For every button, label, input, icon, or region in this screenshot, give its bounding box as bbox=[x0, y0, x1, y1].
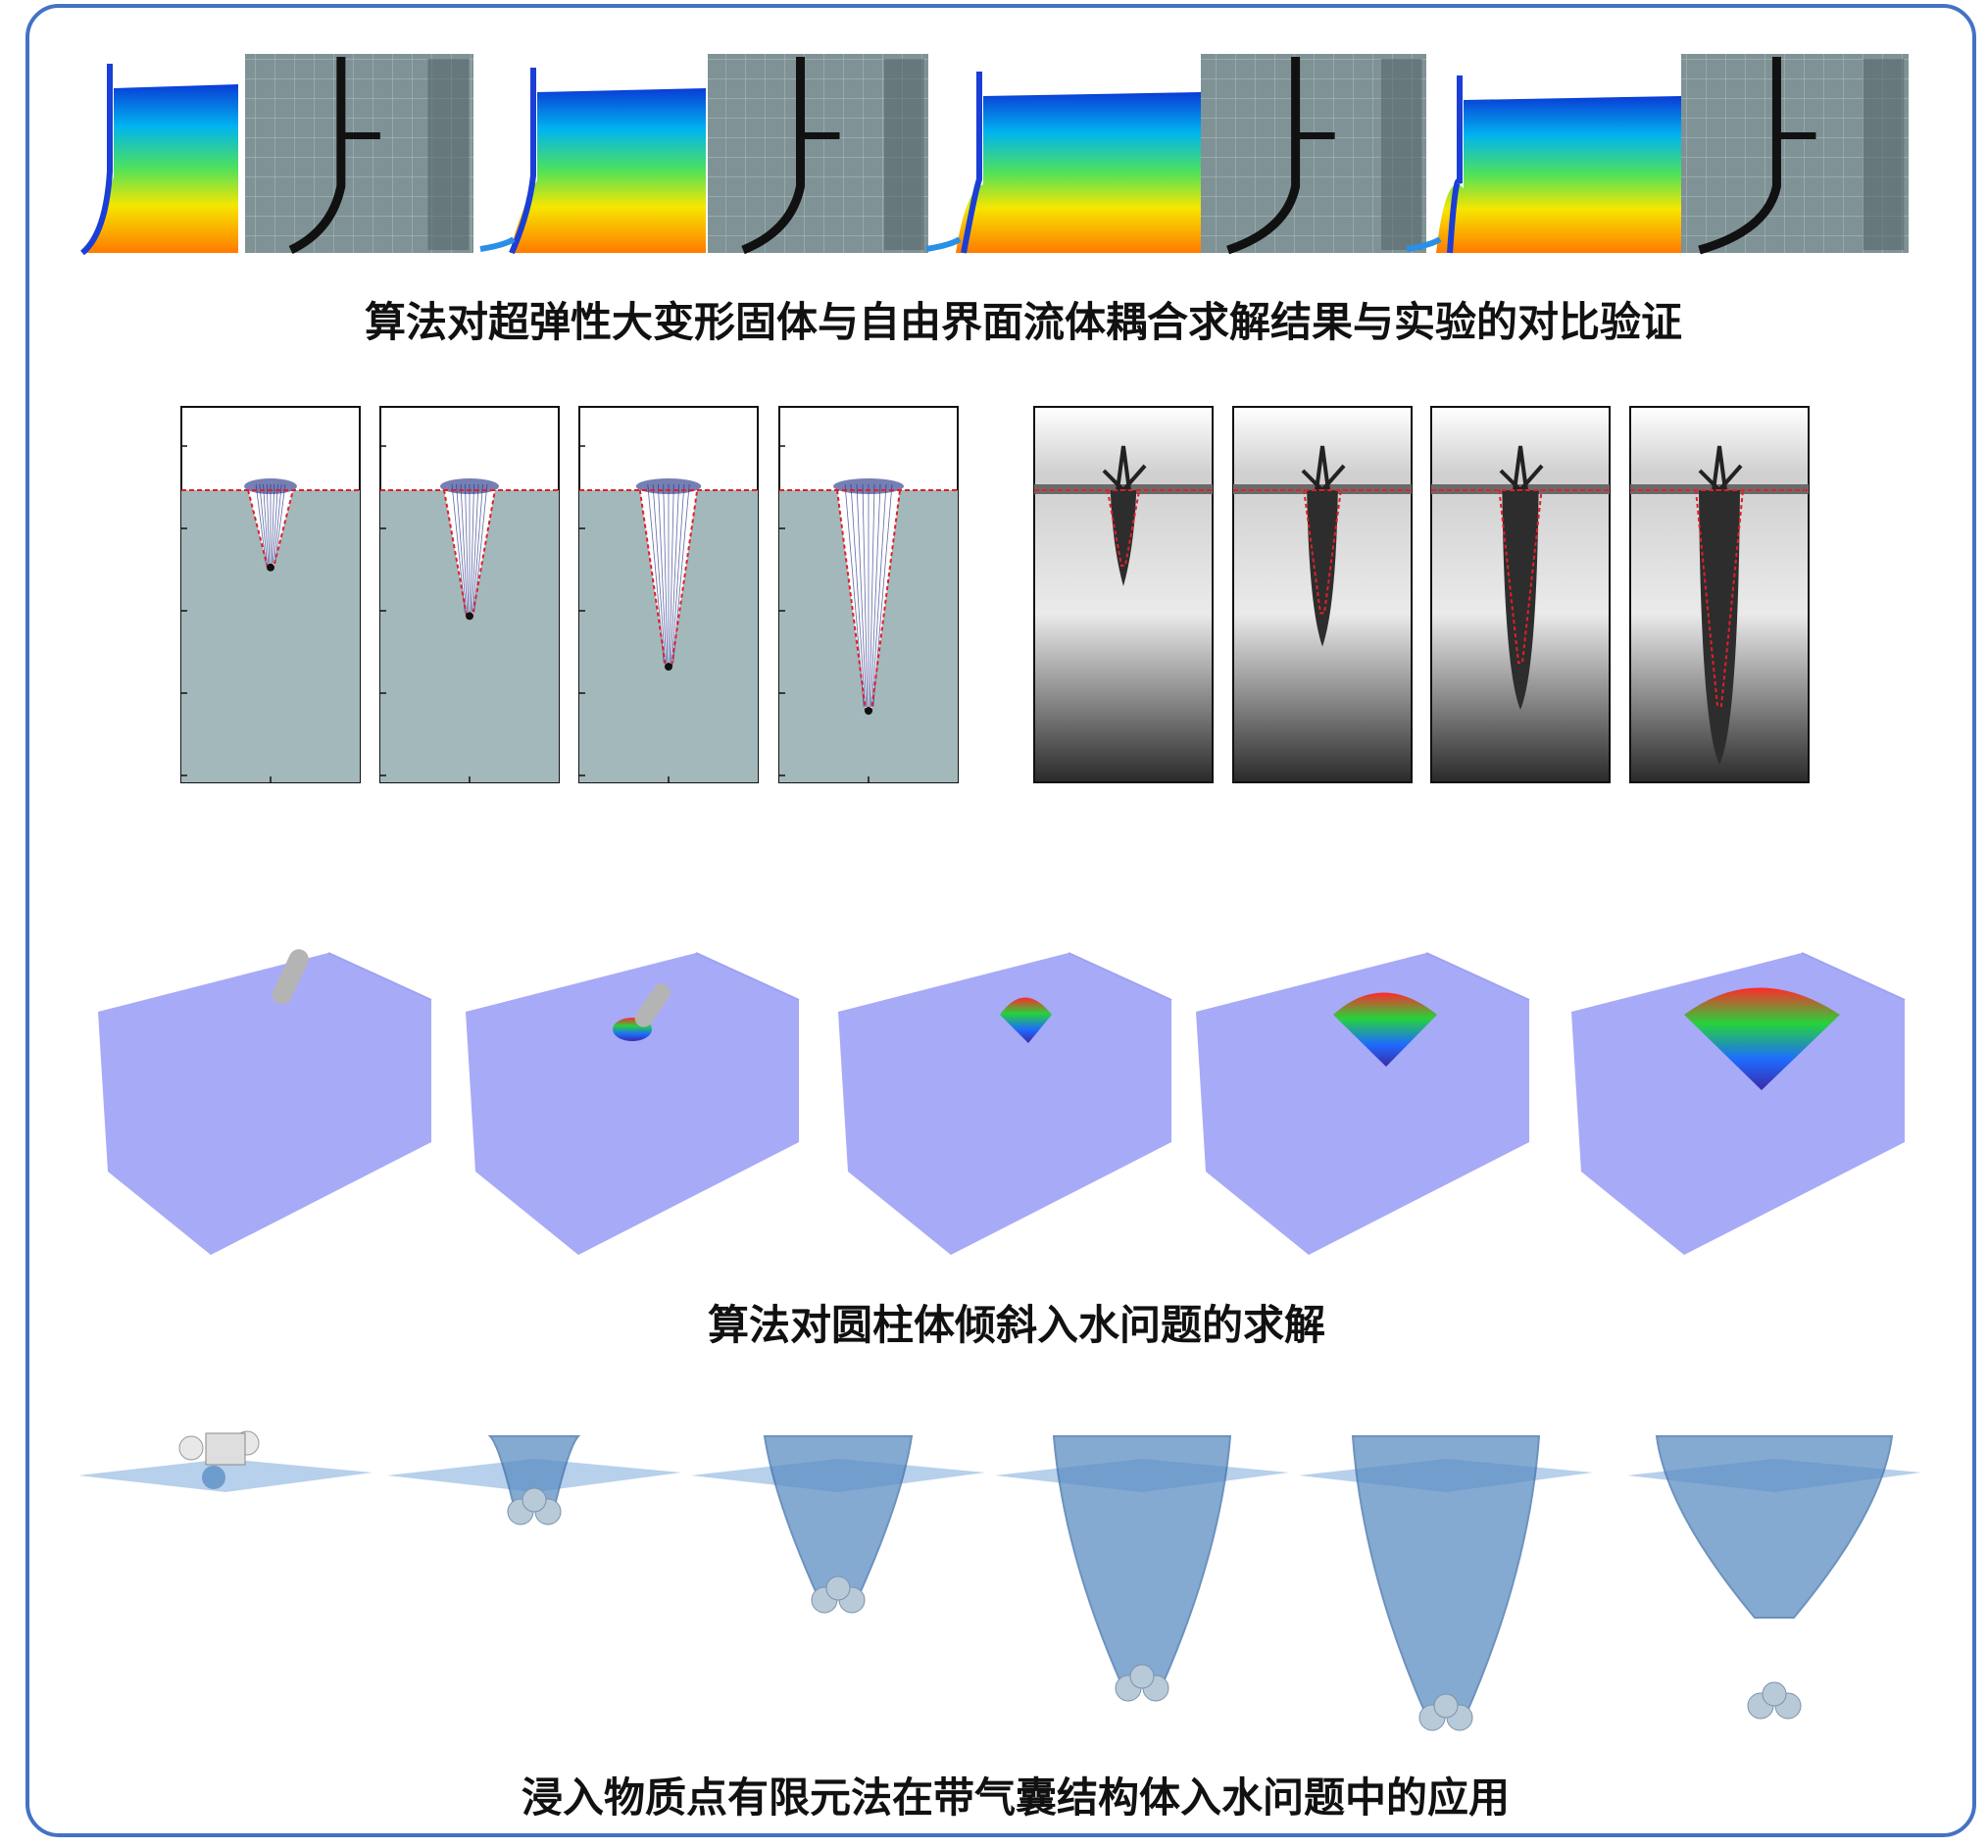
tank-frame bbox=[1196, 952, 1530, 1255]
fsi-validation-svg bbox=[79, 54, 1909, 256]
airbag-svg bbox=[78, 1430, 1921, 1731]
sim-cavity-frame bbox=[778, 406, 959, 783]
cavity-svg bbox=[180, 406, 1810, 783]
airbag-frame bbox=[1627, 1435, 1921, 1720]
experiment-photo bbox=[1201, 54, 1426, 255]
airbag-frame bbox=[995, 1435, 1289, 1702]
experiment-photo bbox=[245, 54, 473, 255]
caption-fsi-validation: 算法对超弹性大变形固体与自由界面流体耦合求解结果与实验的对比验证 bbox=[365, 298, 1683, 346]
simulation-frame bbox=[79, 64, 238, 256]
cavity-comparison-row bbox=[0, 392, 1988, 794]
simulation-frame bbox=[479, 68, 706, 255]
exp-cavity-photo bbox=[1430, 406, 1611, 783]
experiment-photo bbox=[708, 54, 928, 255]
sim-cavity-frame bbox=[379, 406, 560, 783]
tank-frame bbox=[466, 952, 800, 1255]
tank-frame bbox=[838, 952, 1172, 1255]
airbag-frame bbox=[387, 1435, 681, 1525]
exp-cavity-photo bbox=[1232, 406, 1413, 783]
exp-cavity-photo bbox=[1629, 406, 1810, 783]
sim-cavity-frame bbox=[578, 406, 759, 783]
fsi-validation-row bbox=[0, 0, 1988, 265]
airbag-frame bbox=[691, 1435, 985, 1614]
tank-svg bbox=[98, 949, 1906, 1255]
simulation-frame bbox=[925, 72, 1201, 254]
airbag-frame bbox=[1299, 1435, 1593, 1731]
caption-airbag-entry: 浸入物质点有限元法在带气囊结构体入水问题中的应用 bbox=[522, 1773, 1511, 1822]
exp-cavity-photo bbox=[1033, 406, 1214, 783]
cylinder-entry-row bbox=[0, 931, 1988, 1265]
airbag-frame bbox=[78, 1430, 373, 1492]
simulation-frame bbox=[1406, 75, 1681, 254]
figure-frame bbox=[25, 4, 1976, 1837]
tank-frame bbox=[1571, 952, 1906, 1255]
experiment-photo bbox=[1681, 54, 1909, 255]
sim-cavity-frame bbox=[180, 406, 361, 783]
caption-cylinder-entry: 算法对圆柱体倾斜入水问题的求解 bbox=[708, 1301, 1326, 1349]
tank-frame bbox=[98, 949, 432, 1255]
airbag-entry-row bbox=[0, 1412, 1988, 1745]
